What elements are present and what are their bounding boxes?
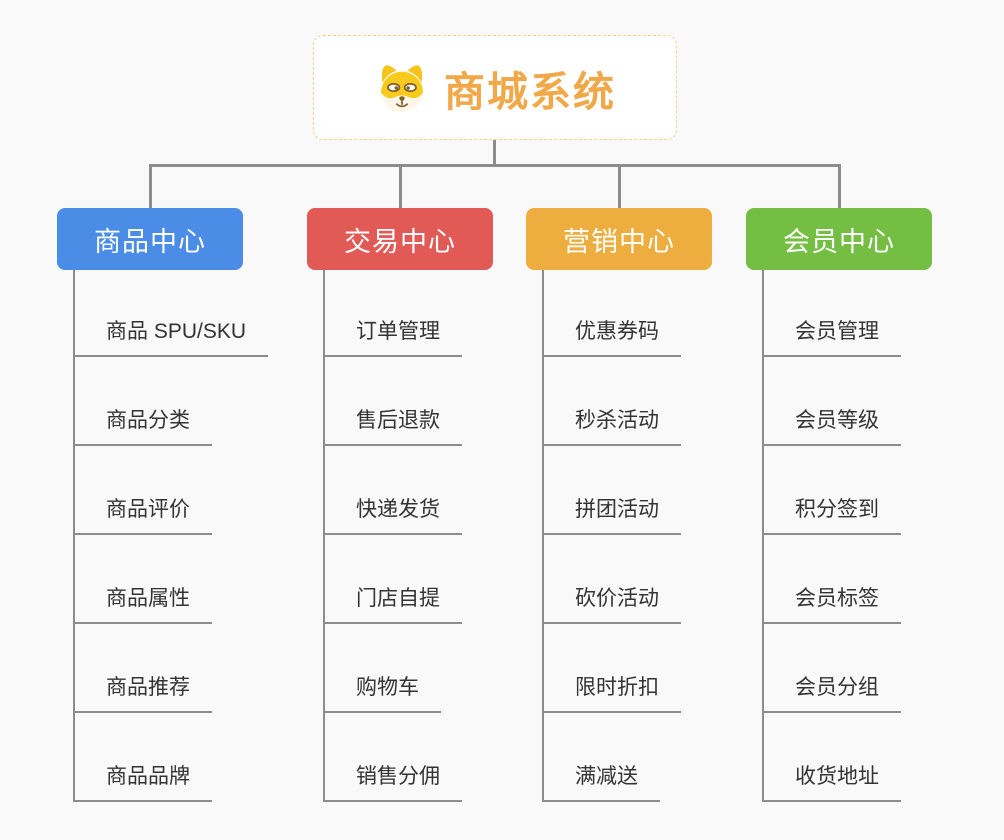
branch-node-marketing-center[interactable]: 营销中心 <box>526 208 712 270</box>
doge-face-icon <box>381 65 423 112</box>
leaf-node[interactable]: 购物车 <box>323 674 441 713</box>
leaf-node[interactable]: 商品推荐 <box>73 674 212 713</box>
connector-root-stem <box>493 140 496 166</box>
connector-drop-1 <box>149 164 152 210</box>
branch-label: 会员中心 <box>783 226 895 257</box>
leaf-node[interactable]: 门店自提 <box>323 585 462 624</box>
leaf-node[interactable]: 收货地址 <box>762 763 901 802</box>
branch-label: 商品中心 <box>94 226 206 257</box>
branch-label: 营销中心 <box>563 226 675 257</box>
branch-column-product: 商品 SPU/SKU 商品分类 商品评价 商品属性 商品推荐 商品品牌 <box>73 270 269 802</box>
root-title: 商城系统 <box>444 68 616 115</box>
leaf-node[interactable]: 售后退款 <box>323 407 462 446</box>
connector-bus <box>149 164 840 167</box>
leaf-node[interactable]: 商品属性 <box>73 585 212 624</box>
leaf-node[interactable]: 秒杀活动 <box>542 407 681 446</box>
branch-node-trade-center[interactable]: 交易中心 <box>307 208 493 270</box>
leaf-node[interactable]: 会员管理 <box>762 318 901 357</box>
leaf-node[interactable]: 拼团活动 <box>542 496 681 535</box>
leaf-node[interactable]: 订单管理 <box>323 318 462 357</box>
connector-drop-4 <box>838 164 841 210</box>
branch-node-product-center[interactable]: 商品中心 <box>57 208 243 270</box>
leaf-node[interactable]: 优惠券码 <box>542 318 681 357</box>
leaf-node[interactable]: 商品品牌 <box>73 763 212 802</box>
leaf-node[interactable]: 快递发货 <box>323 496 462 535</box>
connector-drop-2 <box>399 164 402 210</box>
leaf-node[interactable]: 会员标签 <box>762 585 901 624</box>
connector-drop-3 <box>618 164 621 210</box>
leaf-node[interactable]: 会员分组 <box>762 674 901 713</box>
branch-label: 交易中心 <box>344 226 456 257</box>
leaf-node[interactable]: 商品评价 <box>73 496 212 535</box>
leaf-node[interactable]: 满减送 <box>542 763 660 802</box>
branch-node-member-center[interactable]: 会员中心 <box>746 208 932 270</box>
leaf-node[interactable]: 会员等级 <box>762 407 901 446</box>
branch-column-marketing: 优惠券码 秒杀活动 拼团活动 砍价活动 限时折扣 满减送 <box>542 270 681 802</box>
root-node[interactable]: 商城系统 <box>313 35 677 140</box>
leaf-node[interactable]: 商品分类 <box>73 407 212 446</box>
branch-column-trade: 订单管理 售后退款 快递发货 门店自提 购物车 销售分佣 <box>323 270 462 802</box>
leaf-node[interactable]: 销售分佣 <box>323 763 462 802</box>
leaf-node[interactable]: 商品 SPU/SKU <box>73 318 269 357</box>
branch-column-member: 会员管理 会员等级 积分签到 会员标签 会员分组 收货地址 <box>762 270 901 802</box>
leaf-node[interactable]: 限时折扣 <box>542 674 681 713</box>
leaf-node[interactable]: 积分签到 <box>762 496 901 535</box>
leaf-node[interactable]: 砍价活动 <box>542 585 681 624</box>
